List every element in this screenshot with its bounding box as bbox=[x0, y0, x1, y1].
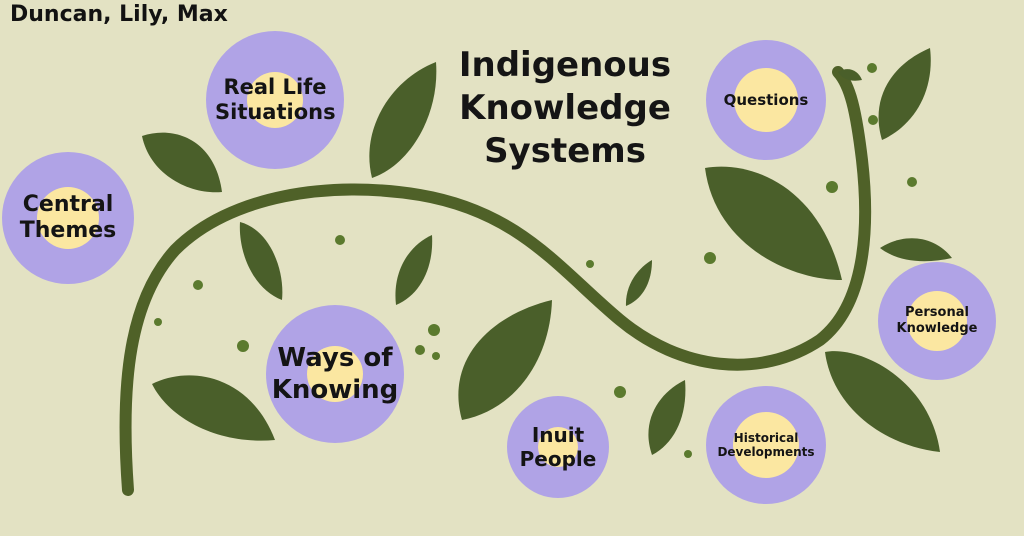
node-label: Inuit People bbox=[519, 423, 597, 471]
node-label: Central Themes bbox=[19, 191, 117, 243]
node-label: Personal Knowledge bbox=[896, 305, 978, 336]
berry-dot bbox=[907, 177, 917, 187]
node-label: Historical Developments bbox=[717, 430, 815, 459]
leaf bbox=[395, 235, 433, 305]
node-questions[interactable]: Questions bbox=[706, 40, 826, 160]
leaf bbox=[239, 222, 283, 300]
berry-dot bbox=[826, 181, 838, 193]
node-historical-developments[interactable]: Historical Developments bbox=[706, 386, 826, 504]
node-ways-of-knowing[interactable]: Ways of Knowing bbox=[266, 305, 404, 443]
berry-dot bbox=[432, 352, 440, 360]
node-label: Ways of Knowing bbox=[271, 342, 399, 406]
node-inuit-people[interactable]: Inuit People bbox=[507, 396, 609, 498]
title-line: Knowledge bbox=[459, 88, 671, 128]
leaf bbox=[142, 132, 222, 193]
node-real-life-situations[interactable]: Real Life Situations bbox=[206, 31, 344, 169]
node-label: Questions bbox=[723, 91, 809, 109]
leaf bbox=[705, 166, 842, 280]
berry-dot bbox=[704, 252, 716, 264]
node-personal-knowledge[interactable]: Personal Knowledge bbox=[878, 262, 996, 380]
leaf bbox=[825, 351, 940, 452]
title-line: Indigenous bbox=[458, 45, 672, 85]
node-label: Real Life Situations bbox=[215, 74, 336, 124]
leaf bbox=[648, 380, 686, 455]
berry-dot bbox=[868, 115, 878, 125]
leaf bbox=[625, 260, 652, 306]
berry-dot bbox=[684, 450, 692, 458]
authors-heading: Duncan, Lily, Max bbox=[10, 2, 228, 27]
berry-dot bbox=[867, 63, 877, 73]
presentation-title: Indigenous Knowledge Systems bbox=[455, 44, 675, 173]
leaf bbox=[880, 238, 952, 262]
title-line: Systems bbox=[484, 131, 646, 171]
leaf bbox=[838, 69, 862, 81]
leaf bbox=[369, 62, 437, 178]
vine-stem bbox=[119, 66, 872, 496]
leaf bbox=[458, 300, 552, 420]
berry-dot bbox=[193, 280, 203, 290]
berry-dot bbox=[586, 260, 594, 268]
berry-dot bbox=[335, 235, 345, 245]
berry-dot bbox=[237, 340, 249, 352]
berry-dot bbox=[428, 324, 440, 336]
leaf bbox=[152, 375, 275, 441]
leaf bbox=[878, 48, 931, 140]
berry-dot bbox=[614, 386, 626, 398]
node-central-themes[interactable]: Central Themes bbox=[2, 152, 134, 284]
berry-dot bbox=[415, 345, 425, 355]
berry-dot bbox=[154, 318, 162, 326]
